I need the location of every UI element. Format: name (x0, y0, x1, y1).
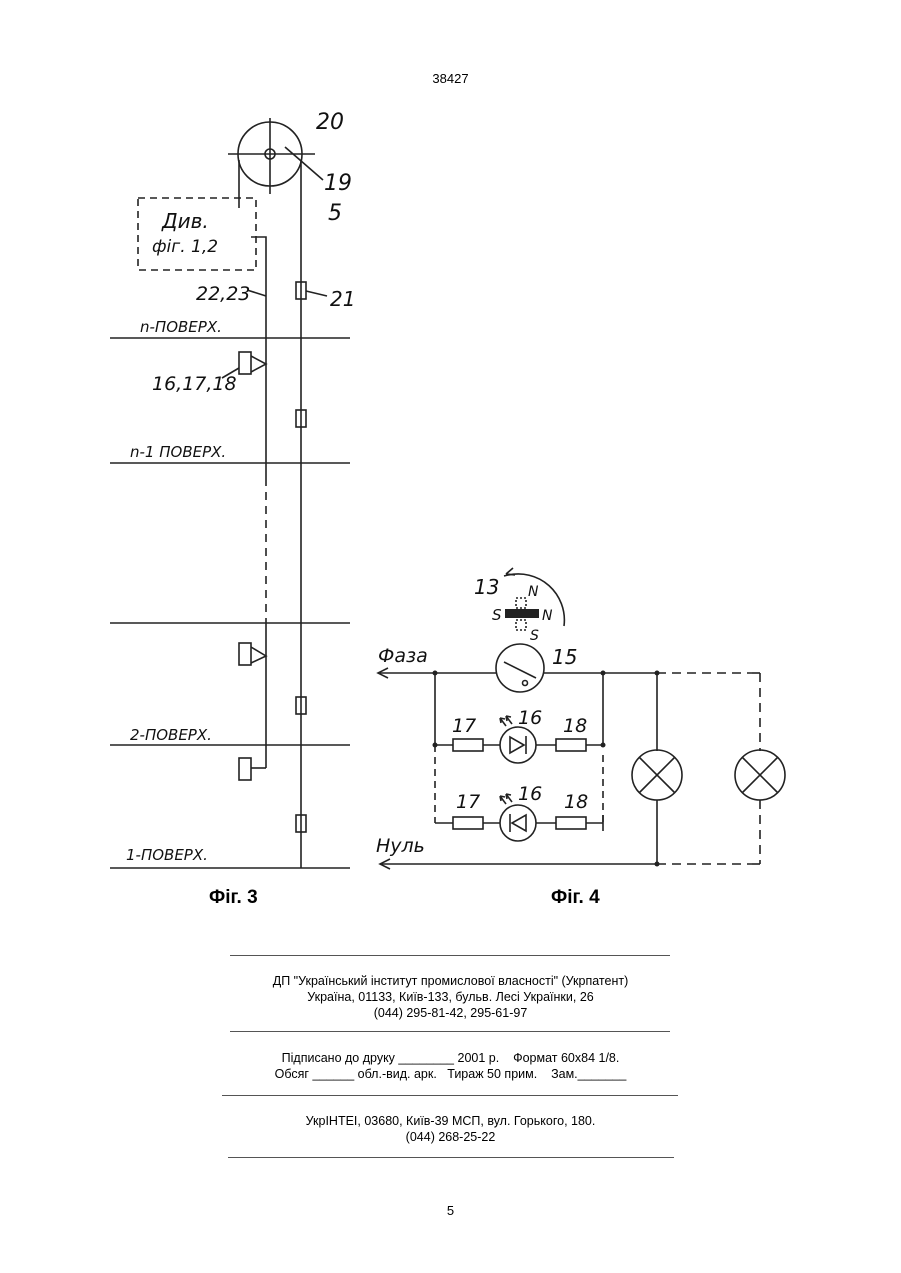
resistor-b2 (556, 817, 586, 829)
divider-1 (230, 955, 670, 956)
imprint-press: УкрІНТЕІ, 03680, Київ-39 МСП, вул. Горьк… (0, 1113, 901, 1145)
label-fig4-magnet: 13 (474, 575, 499, 599)
label-resistor-a2: 18 (563, 715, 587, 737)
led-b (500, 805, 536, 841)
label-switch: 15 (552, 645, 577, 669)
divider-4 (228, 1157, 674, 1158)
label-wires: 22,23 (196, 283, 250, 305)
pole-s-bottom: S (530, 628, 539, 644)
label-resistor-b1: 17 (456, 791, 480, 813)
label-pulley: 20 (316, 110, 344, 135)
imprint-print: Підписано до друку ________ 2001 р. Форм… (0, 1050, 901, 1082)
print-line-2: Обсяг ______ обл.-вид. арк. Тираж 50 при… (0, 1066, 901, 1082)
label-sensors: 16,17,18 (152, 373, 237, 395)
divider-3 (222, 1095, 678, 1096)
led-a (500, 727, 536, 763)
magnet-bar (505, 609, 539, 618)
pole-n-top: N (528, 584, 539, 600)
divider-2 (230, 1031, 670, 1032)
org-line-2: Україна, 01133, Київ-133, бульв. Лесі Ук… (0, 989, 901, 1005)
label-resistor-b2: 18 (564, 791, 588, 813)
floor-label-n: n-ПОВЕРХ. (140, 318, 222, 336)
print-line-1: Підписано до друку ________ 2001 р. Форм… (0, 1050, 901, 1066)
page-number-bottom: 5 (0, 1203, 901, 1218)
org-line-3: (044) 295-81-42, 295-61-97 (0, 1005, 901, 1021)
label-axle: 19 (324, 171, 352, 196)
ref-box-line1: Див. (161, 209, 209, 233)
imprint-org: ДП "Український інститут промислової вла… (0, 973, 901, 1021)
org-line-1: ДП "Український інститут промислової вла… (0, 973, 901, 989)
caption-fig3: Фiг. 3 (209, 887, 258, 908)
resistor-b1 (453, 817, 483, 829)
sensor-box-n (239, 352, 251, 374)
label-resistor-a1: 17 (452, 715, 476, 737)
floor-label-2: 2-ПОВЕРХ. (130, 726, 212, 744)
sensor-box-2 (239, 758, 251, 780)
patent-drawing: 20 19 5 Див. фiг. 1,2 22,23 21 16,17,18 … (0, 0, 901, 930)
caption-fig4: Фiг. 4 (551, 887, 600, 908)
label-neutral: Нуль (376, 835, 425, 857)
label-phase: Фаза (378, 645, 428, 667)
label-magnet: 21 (330, 287, 355, 311)
pole-s-left: S (492, 606, 502, 624)
floor-label-1: 1-ПОВЕРХ. (126, 846, 208, 864)
label-cable: 5 (328, 201, 342, 226)
floor-label-n1: n-1 ПОВЕРХ. (130, 443, 226, 461)
label-led-a: 16 (518, 707, 542, 729)
sensor-box-3 (239, 643, 251, 665)
press-line-2: (044) 268-25-22 (0, 1129, 901, 1145)
ref-box-line2: фiг. 1,2 (152, 237, 218, 257)
press-line-1: УкрІНТЕІ, 03680, Київ-39 МСП, вул. Горьк… (0, 1113, 901, 1129)
label-led-b: 16 (518, 783, 542, 805)
reed-switch (496, 644, 544, 692)
resistor-a1 (453, 739, 483, 751)
pole-n-right: N (542, 608, 553, 624)
resistor-a2 (556, 739, 586, 751)
